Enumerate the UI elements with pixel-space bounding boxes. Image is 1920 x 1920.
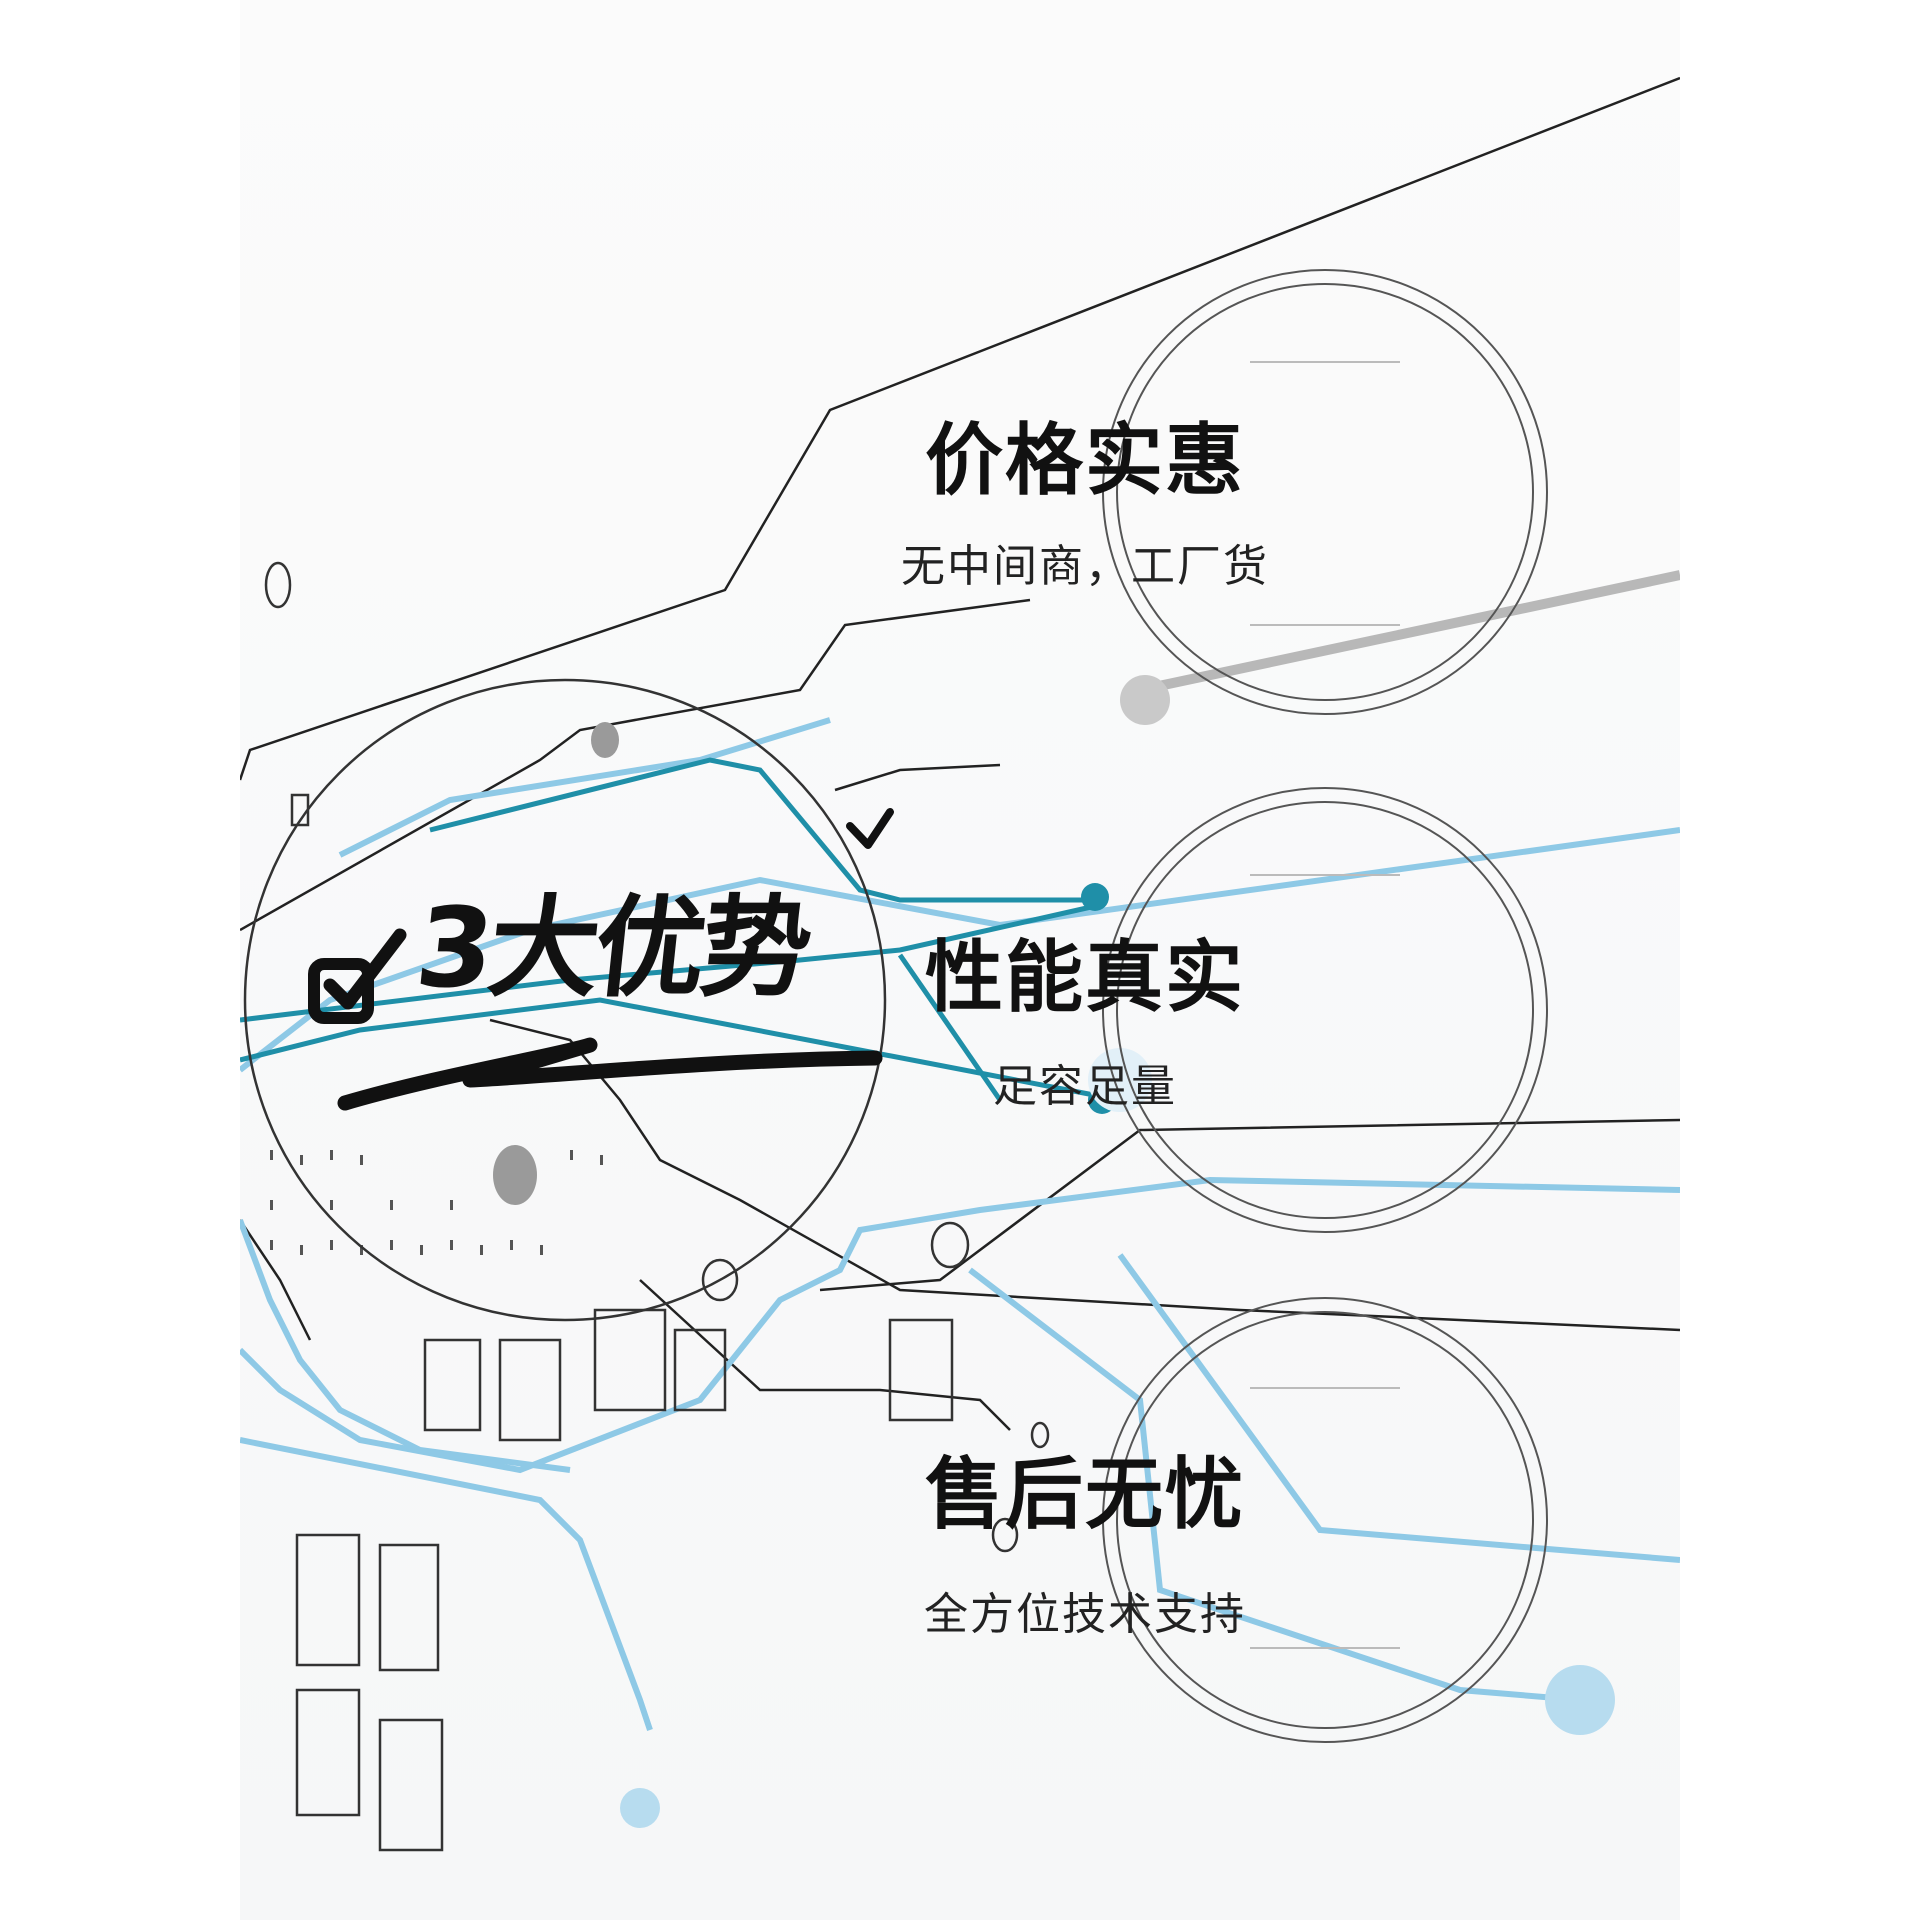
capacitor xyxy=(591,722,619,758)
component-pad xyxy=(498,1338,562,1442)
trace-node xyxy=(1120,675,1170,725)
light-blue-trace xyxy=(240,1176,1680,1474)
feature-ring xyxy=(1116,1311,1534,1729)
light-blue-trace xyxy=(240,1218,571,1473)
teal-trace xyxy=(429,757,1100,903)
small-check-mark xyxy=(846,808,894,849)
dark-trace xyxy=(240,598,1031,932)
component-ring xyxy=(991,1517,1019,1553)
dark-trace xyxy=(240,76,1680,781)
component-ring xyxy=(930,1221,970,1269)
trace-node xyxy=(620,1788,660,1828)
component-pad xyxy=(423,1338,482,1432)
dark-trace xyxy=(240,1219,312,1341)
feature-ring xyxy=(1102,269,1548,715)
feature-ring xyxy=(1116,801,1534,1219)
feature-subtitle-aftersales: 全方位技术支持 xyxy=(924,1589,1246,1640)
feature-title-price: 价格实惠 xyxy=(924,416,1245,506)
checkbox-tick xyxy=(323,928,407,1010)
background-panel xyxy=(240,0,1680,1920)
checkbox-icon xyxy=(308,958,374,1024)
light-blue-trace xyxy=(1117,1253,1680,1563)
component-ring xyxy=(1030,1421,1050,1449)
brush-underline xyxy=(337,1037,883,1111)
component-pad xyxy=(378,1718,444,1852)
light-blue-trace xyxy=(240,1437,653,1731)
capacitor xyxy=(493,1145,537,1205)
headline: 3大优势 xyxy=(410,884,815,1012)
trace-node xyxy=(1081,883,1109,911)
feature-title-aftersales: 售后无忧 xyxy=(924,1450,1245,1540)
trace-node xyxy=(1545,1665,1615,1735)
teal-trace xyxy=(240,902,1101,1023)
feature-ring xyxy=(1102,1297,1548,1743)
light-blue-trace xyxy=(968,1267,1581,1703)
dark-trace xyxy=(639,1279,1011,1431)
headline-ring xyxy=(243,678,887,1322)
feature-subtitle-price: 无中间商，工厂货 xyxy=(901,541,1269,592)
feature-ring xyxy=(1116,283,1534,701)
component-ring xyxy=(264,561,292,609)
feature-subtitle-performance: 足容足量 xyxy=(993,1061,1177,1112)
component-pad xyxy=(295,1688,361,1817)
teal-trace xyxy=(240,997,1121,1103)
circuit-board-illustration xyxy=(240,76,1680,1852)
component-pad xyxy=(378,1543,440,1672)
dark-trace xyxy=(834,763,1001,792)
component-pad xyxy=(888,1318,954,1422)
light-blue-trace xyxy=(338,717,831,858)
component-pad xyxy=(593,1308,667,1412)
component-pad xyxy=(295,1533,361,1667)
teal-trace xyxy=(897,953,1003,1102)
feature-title-performance: 性能真实 xyxy=(924,933,1245,1023)
component-pad xyxy=(673,1328,727,1412)
component-ring xyxy=(701,1258,739,1302)
feature-ring xyxy=(1102,787,1548,1233)
